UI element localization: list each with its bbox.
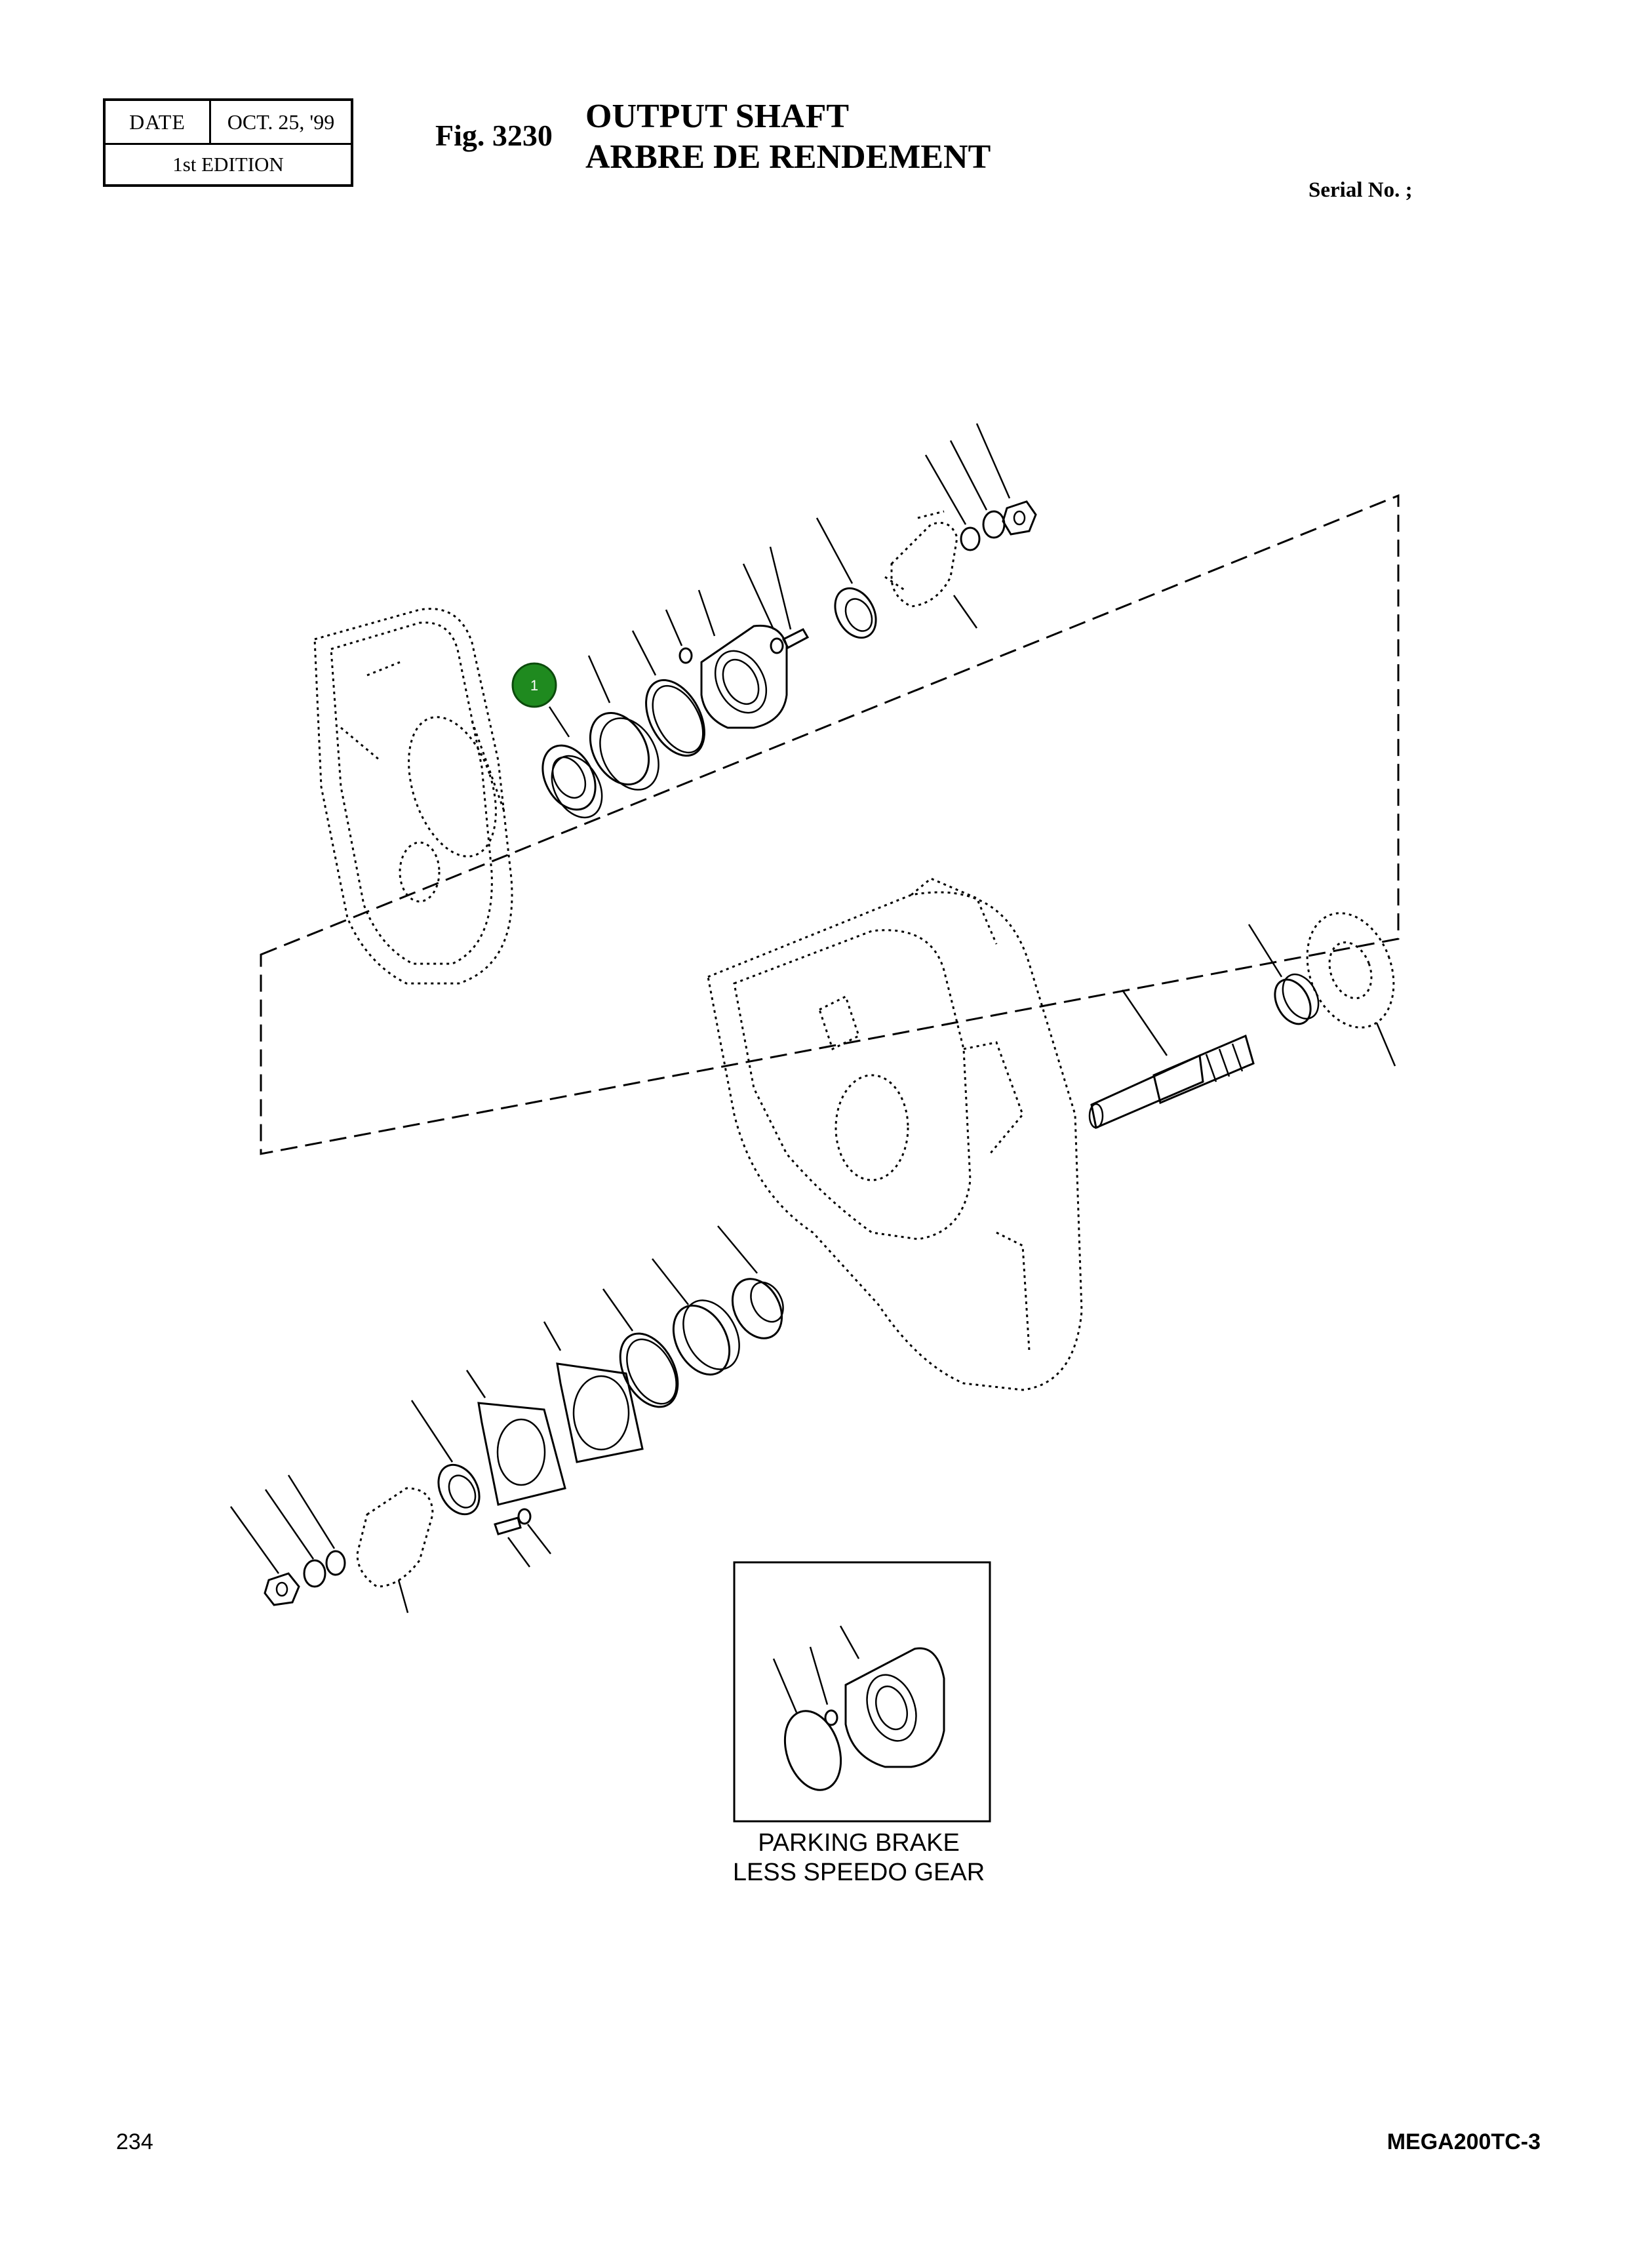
companion-flange-upper <box>884 510 958 608</box>
o-ring-upper <box>960 526 981 551</box>
nut-upper <box>1002 500 1037 536</box>
output-gear <box>1306 912 1396 1067</box>
page-number: 234 <box>116 2129 153 2154</box>
date-value: OCT. 25, '99 <box>227 110 335 134</box>
bearing-cone-lower <box>717 1225 784 1339</box>
callout-1-label: 1 <box>530 677 538 694</box>
bearing-retainer-lower <box>465 1370 566 1506</box>
title-french: ARBRE DE RENDEMENT <box>585 138 991 176</box>
bearing-cone-upper <box>541 744 603 819</box>
washer-upper <box>982 510 1006 539</box>
callout-1-badge <box>511 662 557 708</box>
shim-ring-lower <box>602 1288 679 1408</box>
oil-seal-upper <box>834 587 877 639</box>
inset-o-ring-small <box>824 1709 838 1726</box>
output-shaft <box>1088 989 1255 1130</box>
companion-flange-lower <box>356 1487 434 1613</box>
washer-lower <box>303 1559 326 1588</box>
leaders-lower-left <box>229 1474 336 1574</box>
serial-number: Serial No. ; <box>1308 178 1413 202</box>
date-edition-box: DATE OCT. 25, '99 1st EDITION <box>103 98 353 187</box>
bolt-washer-lower <box>494 1508 551 1568</box>
callout-1: 1 <box>511 662 557 708</box>
date-label: DATE <box>106 101 211 143</box>
shim-ring-upper <box>645 679 705 757</box>
title-english: OUTPUT SHAFT <box>585 98 850 135</box>
figure-number: Fig. 3230 <box>435 119 553 152</box>
edition-label: 1st EDITION <box>172 153 284 176</box>
inset-o-ring-large <box>783 1710 842 1791</box>
inset-caption-line1: PARKING BRAKE <box>758 1829 960 1857</box>
bearing-cup-upper <box>589 711 659 791</box>
bolt-washer-upper <box>770 628 810 654</box>
o-ring-small-upper <box>678 647 693 664</box>
gasket-lower <box>543 1321 644 1463</box>
bearing-cup-lower <box>652 1258 740 1376</box>
leaders-upper <box>548 423 1011 738</box>
nut-lower <box>264 1572 300 1606</box>
inset-caption-line2: LESS SPEEDO GEAR <box>732 1859 985 1886</box>
inset-brake-retainer <box>844 1647 945 1768</box>
transmission-housing <box>707 877 1083 1391</box>
model-number: MEGA200TC-3 <box>1386 2129 1541 2154</box>
bearing-cup-shaft <box>1248 924 1320 1025</box>
bearing-retainer-upper <box>700 624 788 729</box>
assembly-boundary-dashed <box>260 494 1400 1155</box>
oil-seal-lower <box>410 1400 481 1516</box>
parking-brake-inset <box>733 1561 991 1823</box>
o-ring-lower <box>325 1550 346 1576</box>
date-row: DATE OCT. 25, '99 <box>106 101 351 145</box>
front-housing-cover <box>313 608 513 985</box>
